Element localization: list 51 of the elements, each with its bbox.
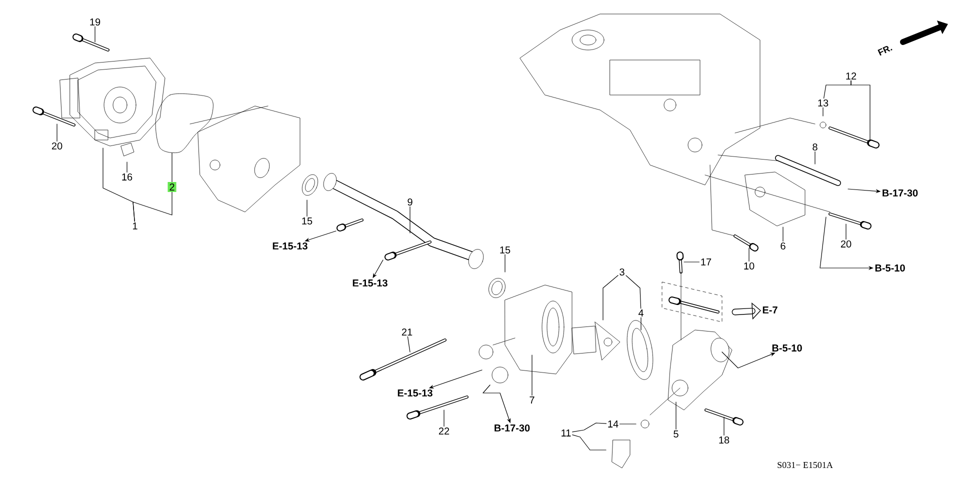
reference-label: E-15-13 — [272, 242, 308, 250]
callout-number: 15 — [500, 246, 510, 254]
callout-number: 2 — [168, 182, 176, 192]
callout-number: 6 — [780, 242, 786, 250]
drawing-number: S031− E1501A — [778, 462, 833, 468]
callout-number: 16 — [122, 173, 132, 181]
callout-number: 8 — [812, 143, 818, 151]
callout-number: 13 — [818, 99, 828, 107]
leader-line — [132, 192, 172, 222]
leader-line — [822, 107, 824, 116]
leader-line — [572, 434, 606, 450]
callout-number: 19 — [90, 18, 100, 26]
callout-number: 7 — [530, 396, 534, 404]
leader-line — [94, 26, 96, 42]
callout-number: 14 — [608, 420, 618, 428]
leader-line — [850, 80, 870, 140]
callout-number: 9 — [408, 198, 412, 206]
leader-line — [626, 275, 642, 309]
callout-number: 20 — [840, 240, 852, 248]
callout-number: 21 — [402, 328, 412, 336]
callout-number: 10 — [744, 262, 754, 270]
reference-label: B-5-10 — [875, 264, 905, 272]
callout-number: 12 — [846, 72, 856, 80]
leader-line — [126, 162, 128, 173]
leader-line — [56, 124, 58, 142]
leader-line — [602, 275, 618, 320]
callout-number: 11 — [562, 430, 571, 436]
callout-number: 3 — [620, 268, 624, 276]
callout-number: 5 — [674, 430, 678, 438]
leader-line — [782, 226, 784, 242]
direction-label: FR. — [878, 46, 892, 56]
callout-number: 1 — [133, 222, 138, 230]
leader-line — [504, 254, 506, 272]
leader-line — [407, 336, 410, 352]
reference-label: B-17-30 — [494, 424, 530, 432]
leader-line — [572, 422, 607, 432]
leader-line — [306, 200, 308, 217]
reference-label: E-7 — [762, 306, 778, 314]
callout-number: 18 — [719, 436, 730, 444]
leader-line — [640, 317, 642, 330]
reference-label: B-5-10 — [772, 344, 802, 352]
reference-label: B-17-30 — [882, 189, 918, 197]
leader-line — [814, 151, 816, 164]
leader-line — [748, 248, 750, 262]
callout-number: 4 — [638, 310, 644, 316]
reference-label: E-15-13 — [352, 279, 388, 287]
callout-number: 15 — [302, 218, 312, 224]
reference-label: E-15-13 — [398, 389, 432, 397]
callout-number: 20 — [52, 142, 62, 150]
callout-number: 17 — [701, 258, 712, 266]
callout-number: 22 — [438, 428, 450, 434]
